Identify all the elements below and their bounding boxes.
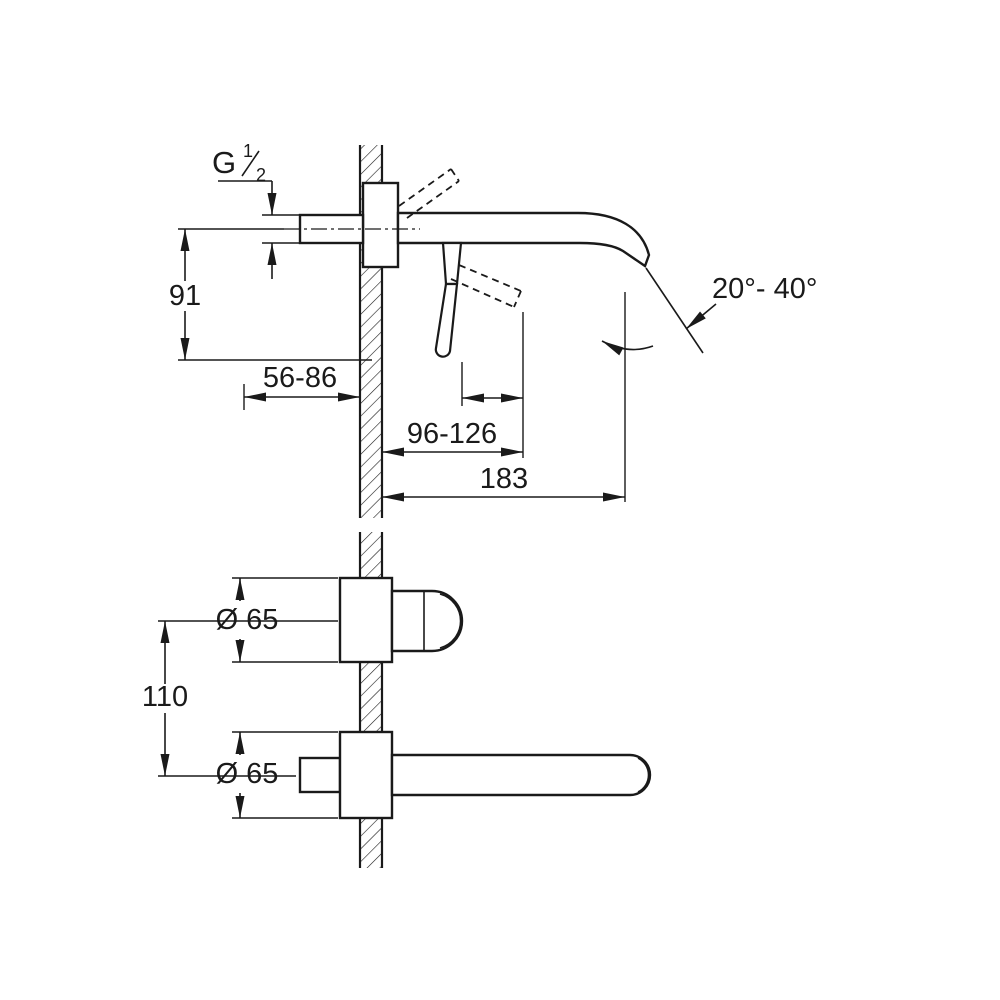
handle-plan bbox=[338, 576, 464, 664]
dashed-line bbox=[398, 168, 452, 207]
knob-dome-line bbox=[439, 593, 462, 649]
handle-blade bbox=[434, 282, 459, 358]
dimension-dia-handle: Ø 65 bbox=[216, 577, 338, 663]
dimension-91: 91 bbox=[169, 228, 372, 361]
dimension-angle: 20°- 40° bbox=[601, 267, 817, 356]
angle-leader bbox=[685, 303, 717, 330]
handle-escutcheon bbox=[338, 576, 394, 664]
thread-label-g: G bbox=[212, 145, 236, 180]
dimension-183: 183 bbox=[382, 292, 626, 502]
dim-label-91: 91 bbox=[169, 280, 201, 312]
dim-label-dia-handle: Ø 65 bbox=[216, 604, 279, 636]
dashed-line bbox=[458, 264, 522, 292]
handle-lever bbox=[434, 241, 463, 358]
dimension-dia-spout: Ø 65 bbox=[216, 731, 338, 819]
dim-label-angle: 20°- 40° bbox=[712, 273, 817, 305]
dimension-96-126: 96-126 bbox=[382, 312, 524, 458]
spout-tip-line bbox=[637, 757, 650, 793]
plan-view: Ø 65 110 Ø 65 bbox=[142, 532, 652, 868]
spout-profile bbox=[396, 211, 651, 268]
dimension-56-86: 56-86 bbox=[243, 362, 360, 410]
thread-label-denominator: 2 bbox=[256, 165, 266, 185]
handle-forward-position-dashed bbox=[450, 264, 522, 308]
handle-stem bbox=[441, 241, 463, 286]
dim-label-110: 110 bbox=[142, 681, 188, 713]
dim-label-56-86: 56-86 bbox=[263, 362, 337, 394]
spout-escutcheon bbox=[338, 730, 394, 820]
swivel-arc-arrow bbox=[601, 340, 654, 356]
dashed-line bbox=[450, 168, 460, 182]
dashed-line bbox=[513, 290, 522, 308]
side-view: G 1 2 91 56-86 96-126 bbox=[169, 141, 817, 518]
thread-label-numerator: 1 bbox=[243, 141, 253, 161]
dim-label-183: 183 bbox=[480, 463, 528, 495]
spout-supply-pipe bbox=[298, 756, 342, 794]
dimension-thread: G 1 2 bbox=[212, 141, 300, 279]
handle-knob bbox=[390, 589, 464, 653]
spout-plan bbox=[298, 730, 652, 820]
dim-label-96-126: 96-126 bbox=[407, 418, 497, 450]
dimension-110: 110 bbox=[142, 620, 338, 777]
dim-label-dia-spout: Ø 65 bbox=[216, 758, 279, 790]
stream-angle-line bbox=[645, 267, 704, 354]
escutcheon-side bbox=[361, 181, 400, 269]
dimension-handle-travel bbox=[461, 362, 523, 406]
dashed-line bbox=[406, 180, 460, 219]
handle-up-position-dashed bbox=[398, 168, 460, 219]
fraction-slash bbox=[241, 150, 260, 177]
spout-tube bbox=[390, 753, 652, 797]
